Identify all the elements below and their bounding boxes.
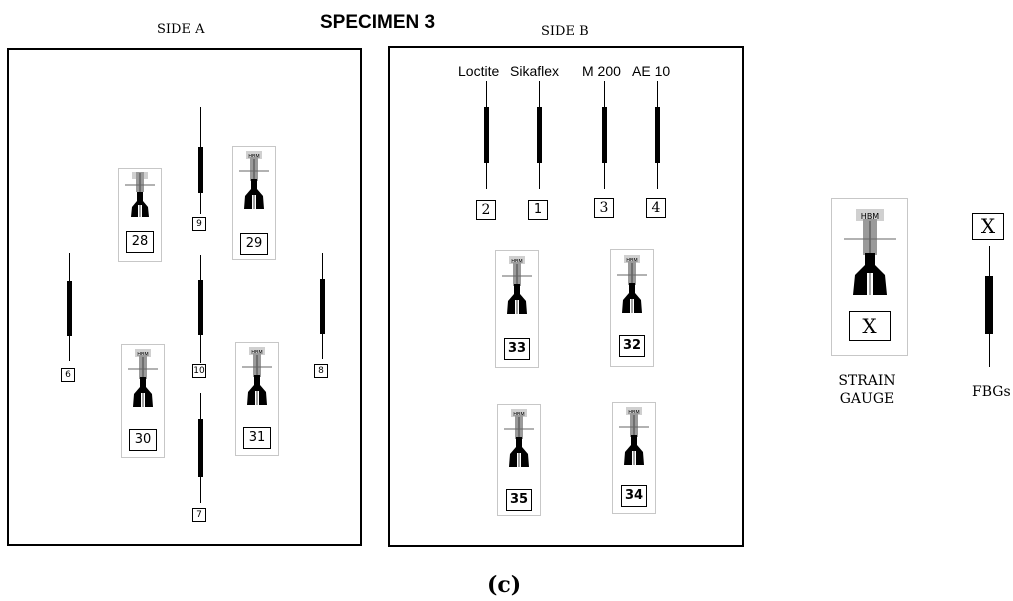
gauge-number: 34 xyxy=(621,485,647,507)
strain-gauge-icon: HBM xyxy=(242,347,272,405)
gauge-number: 33 xyxy=(504,338,530,360)
side-b-panel xyxy=(388,46,744,547)
adhesive-label: M 200 xyxy=(582,63,621,79)
gauge-number: 28 xyxy=(126,231,154,253)
adhesive-label: AE 10 xyxy=(632,63,671,79)
strain-gauge: HBM 35 xyxy=(497,404,541,516)
strain-gauge-icon: HBM xyxy=(843,209,896,295)
fbg-sensor xyxy=(196,255,204,363)
adhesive-label: Sikaflex xyxy=(510,63,560,79)
strain-gauge: HBM 32 xyxy=(610,249,654,367)
gauge-number: 32 xyxy=(619,335,645,357)
strain-gauge: HBM 33 xyxy=(495,250,539,368)
strain-gauge-icon: HBM xyxy=(504,409,534,467)
legend-gauge-label: STRAIN GAUGE xyxy=(832,372,902,408)
fbg-number: 9 xyxy=(192,217,206,231)
strain-gauge: HBM 34 xyxy=(612,402,656,514)
svg-text:HBM: HBM xyxy=(860,212,879,221)
fbg-number: 6 xyxy=(61,368,75,382)
fbg-sensor xyxy=(65,253,73,361)
side-b-label: SIDE B xyxy=(541,24,589,39)
fbg-sensor xyxy=(600,81,608,189)
gauge-number: 35 xyxy=(506,489,532,511)
legend-fbg-label: FBGs xyxy=(972,384,1011,400)
fbg-number: 2 xyxy=(476,200,496,220)
gauge-number: 31 xyxy=(243,427,271,449)
gauge-number: 29 xyxy=(240,233,268,255)
strain-gauge: 28 xyxy=(118,168,162,262)
legend-gauge-placeholder: X xyxy=(848,311,891,341)
legend-gauge-label-line2: GAUGE xyxy=(839,391,895,407)
fbg-sensor xyxy=(482,81,490,189)
strain-gauge-icon: HBM xyxy=(617,255,647,313)
side-a-label: SIDE A xyxy=(157,22,205,37)
fbg-sensor xyxy=(653,81,661,189)
fbg-sensor xyxy=(196,393,204,503)
side-a-panel xyxy=(7,48,362,546)
strain-gauge-icon xyxy=(125,172,155,217)
strain-gauge: HBM 30 xyxy=(121,344,165,458)
fbg-number: 4 xyxy=(646,198,666,218)
fbg-sensor xyxy=(318,253,326,359)
strain-gauge: HBM 29 xyxy=(232,146,276,260)
legend-fbg-sensor xyxy=(983,246,995,367)
fbg-sensor xyxy=(535,81,543,189)
fbg-number: 8 xyxy=(314,364,328,378)
fbg-number: 7 xyxy=(192,508,206,522)
strain-gauge-icon: HBM xyxy=(239,151,269,209)
gauge-number: 30 xyxy=(129,429,157,451)
strain-gauge-icon: HBM xyxy=(502,256,532,314)
adhesive-label: Loctite xyxy=(458,63,500,79)
diagram-title: SPECIMEN 3 xyxy=(320,12,436,33)
fbg-number: 1 xyxy=(528,200,548,220)
strain-gauge: HBM 31 xyxy=(235,342,279,456)
strain-gauge-icon: HBM xyxy=(128,349,158,407)
legend-fbg-placeholder: X xyxy=(972,213,1004,240)
legend-strain-gauge: HBM X xyxy=(831,198,908,356)
fbg-sensor xyxy=(196,107,204,214)
legend-gauge-label-line1: STRAIN xyxy=(838,373,896,389)
fbg-number: 3 xyxy=(594,198,614,218)
fbg-number: 10 xyxy=(192,364,206,378)
figure-caption: (c) xyxy=(487,572,522,598)
strain-gauge-icon: HBM xyxy=(619,407,649,465)
